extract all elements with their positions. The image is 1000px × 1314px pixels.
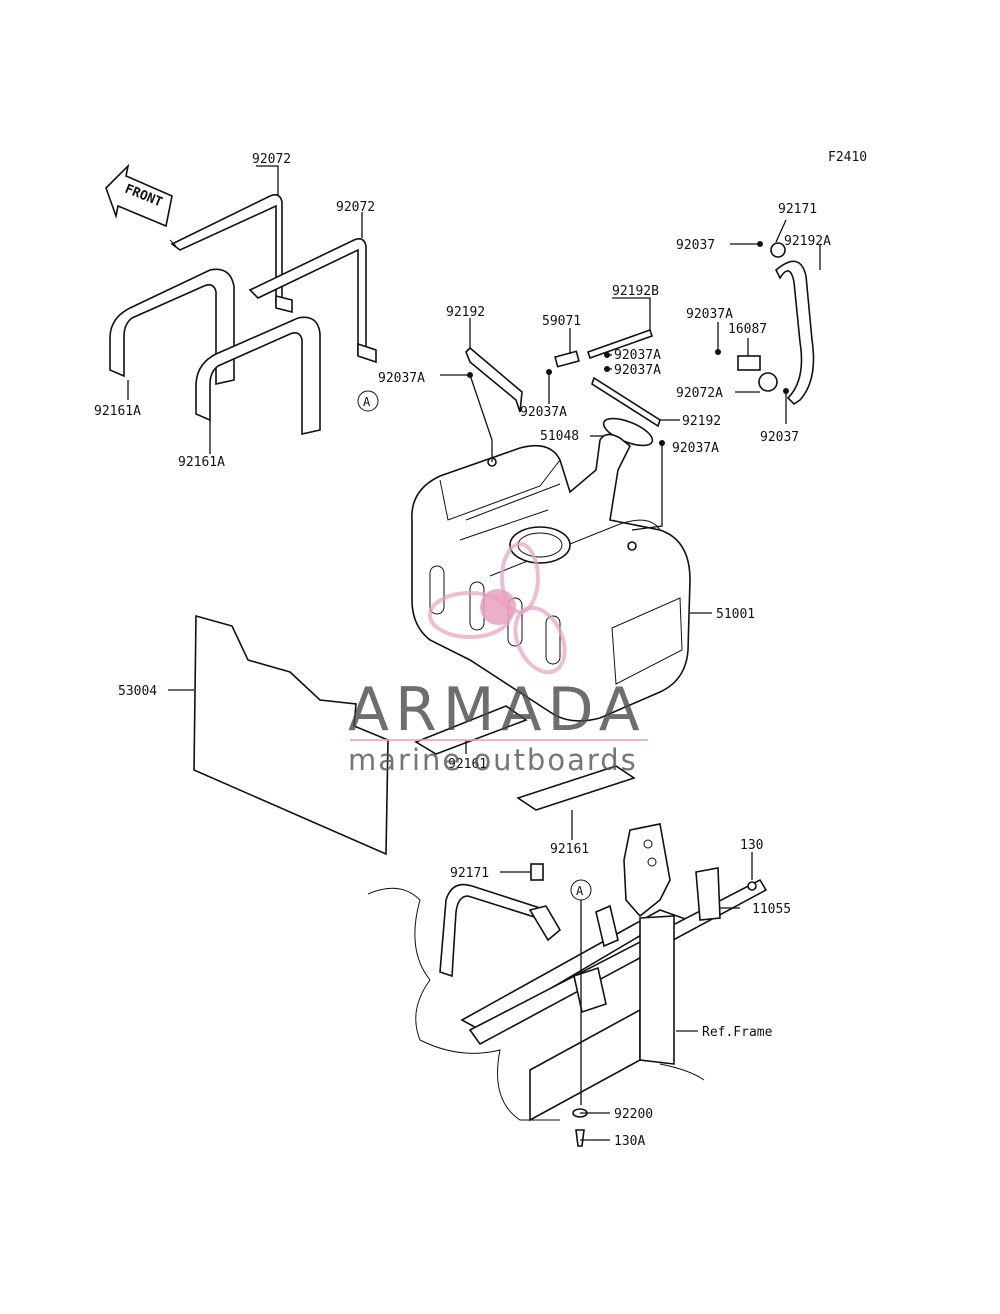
label-16087: 16087 bbox=[728, 322, 767, 337]
label-92037A-6: 92037A bbox=[672, 441, 719, 456]
propeller-logo-icon bbox=[428, 542, 567, 675]
label-11055: 11055 bbox=[752, 902, 791, 917]
label-59071: 59071 bbox=[542, 314, 581, 329]
label-92161-lower: 92161 bbox=[550, 842, 589, 857]
strap-pad-92161A-right bbox=[195, 316, 321, 435]
armada-watermark: ARMADA marine outboards bbox=[348, 542, 648, 777]
label-92072-upper: 92072 bbox=[252, 152, 291, 167]
label-92192-right: 92192 bbox=[682, 414, 721, 429]
label-92037-lower: 92037 bbox=[760, 430, 799, 445]
joint-59071 bbox=[554, 350, 580, 368]
hose-92192B bbox=[586, 328, 654, 360]
label-92037A-3: 92037A bbox=[614, 363, 661, 378]
label-92192-left: 92192 bbox=[446, 305, 485, 320]
label-ref-frame: Ref.Frame bbox=[702, 1025, 773, 1040]
watermark-tagline: marine outboards bbox=[348, 743, 638, 777]
hose-92192-right bbox=[591, 376, 661, 428]
label-92161A-left: 92161A bbox=[94, 404, 141, 419]
label-130: 130 bbox=[740, 838, 763, 853]
pad-92161-upper bbox=[414, 705, 528, 755]
label-92171-bottom: 92171 bbox=[450, 866, 489, 881]
bracket-92072-lower bbox=[248, 238, 377, 364]
leader-lines bbox=[127, 165, 821, 1141]
svg-text:A: A bbox=[576, 884, 584, 898]
figure-code: F2410 bbox=[828, 150, 867, 165]
label-92037A-5: 92037A bbox=[686, 307, 733, 322]
fuel-tank-51001 bbox=[411, 433, 691, 722]
watermark-brand: ARMADA bbox=[348, 675, 646, 745]
label-92192A: 92192A bbox=[784, 234, 831, 249]
label-92072A: 92072A bbox=[676, 386, 723, 401]
label-92037A-4: 92037A bbox=[520, 405, 567, 420]
strap-pad-92161A-left bbox=[109, 268, 235, 385]
svg-text:A: A bbox=[363, 395, 371, 409]
heat-shield-53004 bbox=[193, 614, 389, 856]
label-92161-upper: 92161 bbox=[448, 757, 487, 772]
label-92171-top: 92171 bbox=[778, 202, 817, 217]
label-92037-upper: 92037 bbox=[676, 238, 715, 253]
label-53004: 53004 bbox=[118, 684, 157, 699]
label-92192B: 92192B bbox=[612, 284, 659, 299]
bracket-92072-upper bbox=[169, 194, 283, 306]
front-arrow-icon: FRONT bbox=[105, 163, 173, 228]
hose-92192-left bbox=[465, 346, 523, 413]
ref-marker-a-frame: A bbox=[570, 879, 592, 901]
label-92200: 92200 bbox=[614, 1107, 653, 1122]
hose-92192A bbox=[775, 260, 815, 406]
label-130A: 130A bbox=[614, 1134, 645, 1149]
part-labels: 92072 92072 92161A 92161A 92037A 92192 5… bbox=[94, 152, 831, 1149]
label-51001: 51001 bbox=[716, 607, 755, 622]
ref-marker-a-top: A bbox=[357, 390, 379, 412]
label-92037A-1: 92037A bbox=[378, 371, 425, 386]
label-92072-lower: 92072 bbox=[336, 200, 375, 215]
label-92037A-2: 92037A bbox=[614, 348, 661, 363]
pad-92161-lower bbox=[516, 765, 636, 811]
vehicle-frame bbox=[367, 823, 768, 1147]
label-51048: 51048 bbox=[540, 429, 579, 444]
valve-16087 bbox=[737, 242, 786, 392]
label-92161A-right: 92161A bbox=[178, 455, 225, 470]
